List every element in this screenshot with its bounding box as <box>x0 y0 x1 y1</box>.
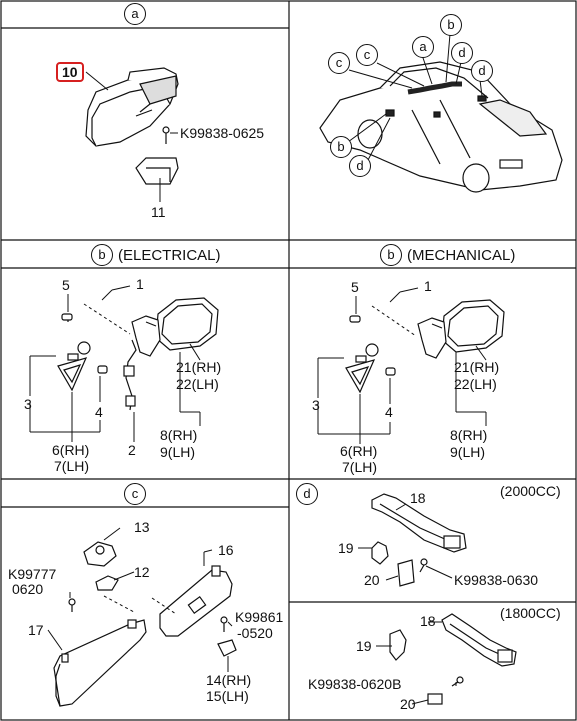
car-callout-c-left: c <box>328 52 350 74</box>
sunvisor-part-14-label: 14(RH) <box>206 672 252 688</box>
sunvisor-part-12-label: 12 <box>134 564 150 580</box>
panel-b-mechanical-marker: b <box>380 244 402 266</box>
elec-part-4-label: 4 <box>95 404 103 420</box>
rear-mirror-drawing <box>85 67 179 147</box>
elec-part-9-label: 9(LH) <box>160 444 196 460</box>
elec-part-8-label: 8(RH) <box>160 427 198 443</box>
handle-k99838-0630-label: K99838-0630 <box>454 572 539 588</box>
elec-part-7-label: 7(LH) <box>54 458 90 474</box>
mech-part-22-label: 22(LH) <box>454 376 497 392</box>
part-11-label: 11 <box>151 204 166 220</box>
panel-b-mechanical-title: (MECHANICAL) <box>407 247 516 264</box>
sunvisor-part-16-label: 16 <box>218 542 234 558</box>
mech-mirror-drawing <box>417 299 505 359</box>
handle-part-18-label-a: 18 <box>410 490 426 506</box>
car-callout-b-bottom: b <box>330 136 352 158</box>
sunvisor-part-15-label: 15(LH) <box>206 688 249 704</box>
mech-part-4-label: 4 <box>385 404 393 420</box>
panel-d-marker: d <box>296 483 318 505</box>
mech-leaders <box>317 287 487 444</box>
handle-variant-1800cc: (1800CC) <box>500 605 561 621</box>
mech-part-7-label: 7(LH) <box>342 459 378 475</box>
car-callout-c-right: c <box>356 44 378 66</box>
part-10-badge: 10 <box>56 62 84 82</box>
elec-mirror-drawing <box>131 297 219 357</box>
panel-b-electrical-title: (ELECTRICAL) <box>118 247 221 264</box>
panel-d-leaders <box>358 503 457 705</box>
sunvisor-0620-label: 0620 <box>12 581 44 597</box>
elec-part-21-label: 21(RH) <box>176 359 222 375</box>
car-callout-b-top: b <box>440 14 462 36</box>
elec-part-22-label: 22(LH) <box>176 376 219 392</box>
handle-2000cc-drawing <box>371 493 467 587</box>
mech-part-8-label: 8(RH) <box>450 427 488 443</box>
mech-part-5-label: 5 <box>351 279 359 295</box>
elec-part-1-label: 1 <box>136 276 144 292</box>
elec-leaders <box>29 285 201 442</box>
mech-part-9-label: 9(LH) <box>450 444 486 460</box>
handle-k99838-0620b-label: K99838-0620B <box>308 676 402 692</box>
sunvisor-k99861-label: K99861 <box>235 609 284 625</box>
mech-parts-drawing <box>345 315 396 394</box>
handle-1800cc-drawing <box>389 613 517 705</box>
mech-part-6-label: 6(RH) <box>340 443 378 459</box>
car-callout-d-mid: d <box>451 42 473 64</box>
handle-part-20-label-b: 20 <box>400 696 416 712</box>
mech-part-21-label: 21(RH) <box>454 359 500 375</box>
sunvisor-k99777-label: K99777 <box>8 566 57 582</box>
car-callout-d-right: d <box>471 60 493 82</box>
panel-c-marker: c <box>124 483 146 505</box>
handle-variant-2000cc: (2000CC) <box>500 483 561 499</box>
panel-a-marker: a <box>124 3 146 25</box>
panel-a-leaders <box>85 71 178 202</box>
car-callout-a: a <box>412 36 434 58</box>
part-k99838-0625-label: K99838-0625 <box>180 125 265 141</box>
handle-part-18-label-b: 18 <box>420 613 436 629</box>
panel-c-leaders <box>47 527 233 672</box>
handle-part-20-label-a: 20 <box>364 572 380 588</box>
sunvisor-part-17-label: 17 <box>28 622 44 638</box>
sunvisor-0520-label: -0520 <box>237 625 273 641</box>
car-callout-leaders <box>347 33 483 161</box>
handle-part-19-label-b: 19 <box>356 638 372 654</box>
car-drawing <box>319 61 563 193</box>
elec-parts-drawing <box>57 313 137 411</box>
elec-part-3-label: 3 <box>24 396 32 412</box>
elec-part-6-label: 6(RH) <box>52 442 90 458</box>
handle-part-19-label-a: 19 <box>338 540 354 556</box>
panel-b-electrical-marker: b <box>91 244 113 266</box>
elec-part-5-label: 5 <box>62 277 70 293</box>
sunvisor-drawing <box>53 541 237 707</box>
mech-part-1-label: 1 <box>424 278 432 294</box>
mirror-cover-drawing <box>135 157 179 185</box>
car-callout-d-bottom: d <box>349 155 371 177</box>
elec-part-2-label: 2 <box>128 442 136 458</box>
mech-part-3-label: 3 <box>312 397 320 413</box>
sunvisor-part-13-label: 13 <box>134 519 150 535</box>
